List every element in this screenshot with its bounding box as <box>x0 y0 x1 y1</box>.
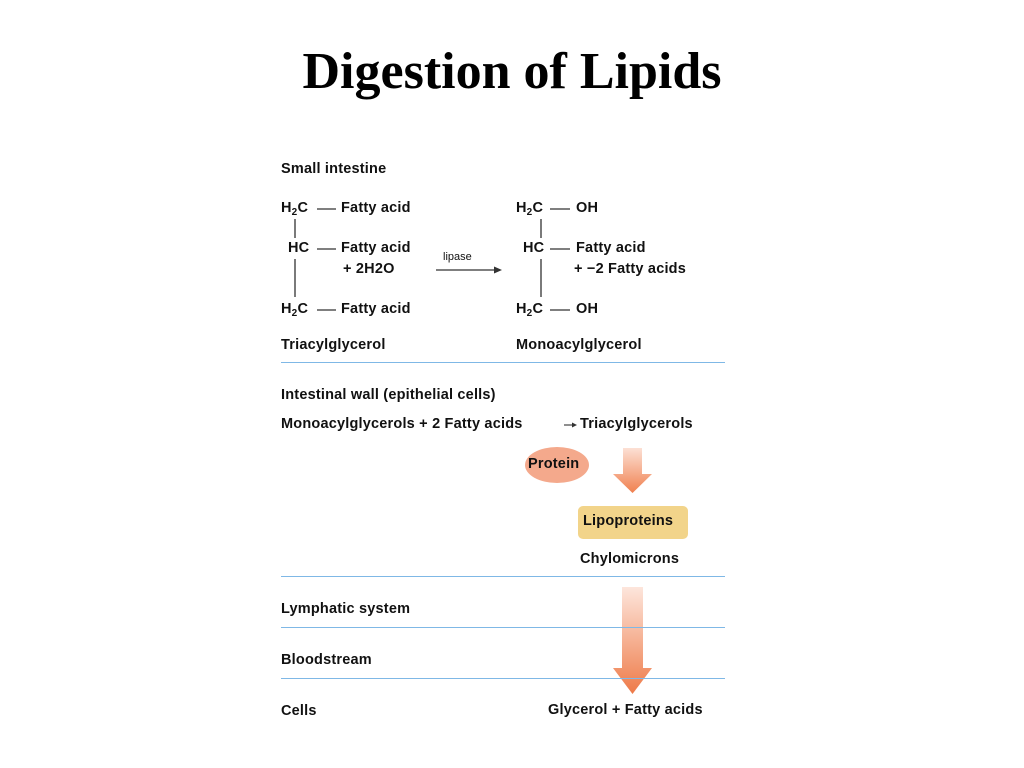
section-intestinal-wall: Intestinal wall (epithelial cells) <box>281 387 496 403</box>
right-c1-carbon: H2C <box>516 200 544 218</box>
left-c3-group: Fatty acid <box>341 301 411 317</box>
slide-title: Digestion of Lipids <box>302 43 722 100</box>
left-c3-carbon: H2C <box>281 301 309 319</box>
lipoproteins-box <box>578 506 688 539</box>
cells-products: Glycerol + Fatty acids <box>548 702 703 718</box>
right-c1-group: OH <box>576 200 599 216</box>
right-c2-group: Fatty acid <box>576 240 646 256</box>
lipase-arrow <box>436 266 502 274</box>
water-reactant: + 2H2O <box>343 261 395 277</box>
monoacylglycerol-bonds <box>540 208 570 311</box>
chylomicrons-label: Chylomicrons <box>580 551 680 567</box>
right-c2-carbon: HC <box>523 240 545 256</box>
triacylglycerol-label: Triacylglycerol <box>281 337 386 353</box>
protein-label: Protein <box>528 456 580 472</box>
left-c2-group: Fatty acid <box>341 240 411 256</box>
fatty-acids-product: + −2 Fatty acids <box>574 261 687 277</box>
left-c1-group: Fatty acid <box>341 200 411 216</box>
short-down-arrow <box>613 448 652 493</box>
right-c3-carbon: H2C <box>516 301 544 319</box>
section-lymphatic-system: Lymphatic system <box>281 601 411 617</box>
left-c2-carbon: HC <box>288 240 310 256</box>
divider-intestine-wall <box>281 362 725 363</box>
section-cells: Cells <box>281 703 317 719</box>
wall-reactants: Monoacylglycerols + 2 Fatty acids <box>281 416 523 432</box>
divider-blood-cells <box>281 678 725 679</box>
left-c1-carbon: H2C <box>281 200 309 218</box>
section-bloodstream: Bloodstream <box>281 652 372 668</box>
lipoproteins-label: Lipoproteins <box>583 513 674 529</box>
right-c3-group: OH <box>576 301 599 317</box>
wall-product: Triacylglycerols <box>580 416 693 432</box>
long-down-arrow <box>613 587 652 694</box>
divider-lymphatic-blood <box>281 627 725 628</box>
monoacylglycerol-label: Monoacylglycerol <box>516 337 642 353</box>
section-small-intestine: Small intestine <box>281 161 387 177</box>
lipase-label: lipase <box>443 251 472 263</box>
triacylglycerol-bonds <box>294 208 336 311</box>
wall-reaction-arrow <box>564 422 577 428</box>
protein-bubble <box>525 447 589 483</box>
divider-wall-lymphatic <box>281 576 725 577</box>
